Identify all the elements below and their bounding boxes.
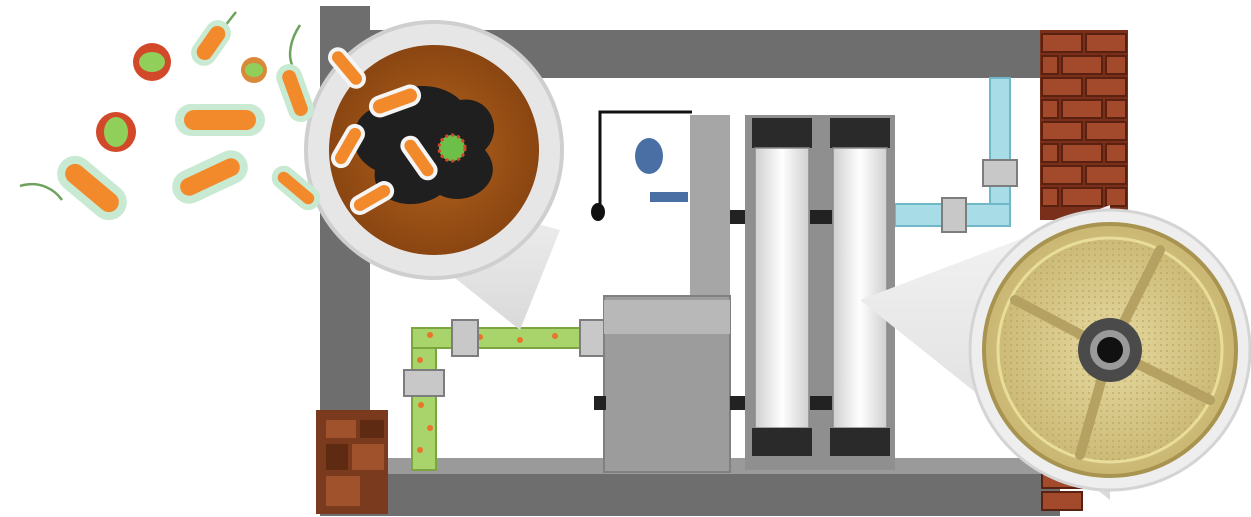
pipe-coupling <box>942 198 966 232</box>
bacterium <box>186 12 236 71</box>
clean-water-pipe <box>895 78 1017 232</box>
bacterium <box>20 148 134 227</box>
spiky-microbe <box>133 43 171 81</box>
pipe-coupling <box>580 320 604 356</box>
marker-blue-oval <box>635 138 663 174</box>
bacterium <box>175 104 265 136</box>
pump-housing <box>594 115 746 472</box>
bacteria-cluster <box>20 12 325 228</box>
pipe-coupling <box>983 160 1017 186</box>
membrane-cartridge <box>830 118 890 456</box>
spiky-microbe <box>241 57 267 83</box>
marker-blue-bar <box>650 192 688 202</box>
pipe-coupling <box>404 370 444 396</box>
spiky-microbe <box>96 112 136 152</box>
inlet-pipe <box>404 320 604 470</box>
callout-marker <box>591 112 692 221</box>
brick-block-left <box>316 410 388 514</box>
membrane-cross-section <box>860 205 1250 500</box>
membrane-cartridge <box>752 118 812 456</box>
marker-dot <box>591 203 605 221</box>
bacterium <box>167 145 254 210</box>
pipe-coupling <box>452 320 478 356</box>
frame-bottom-beam <box>320 472 1060 516</box>
spiky-microbe <box>439 135 465 161</box>
membrane-cartridge-pair <box>745 115 895 470</box>
bacterium <box>273 25 318 126</box>
